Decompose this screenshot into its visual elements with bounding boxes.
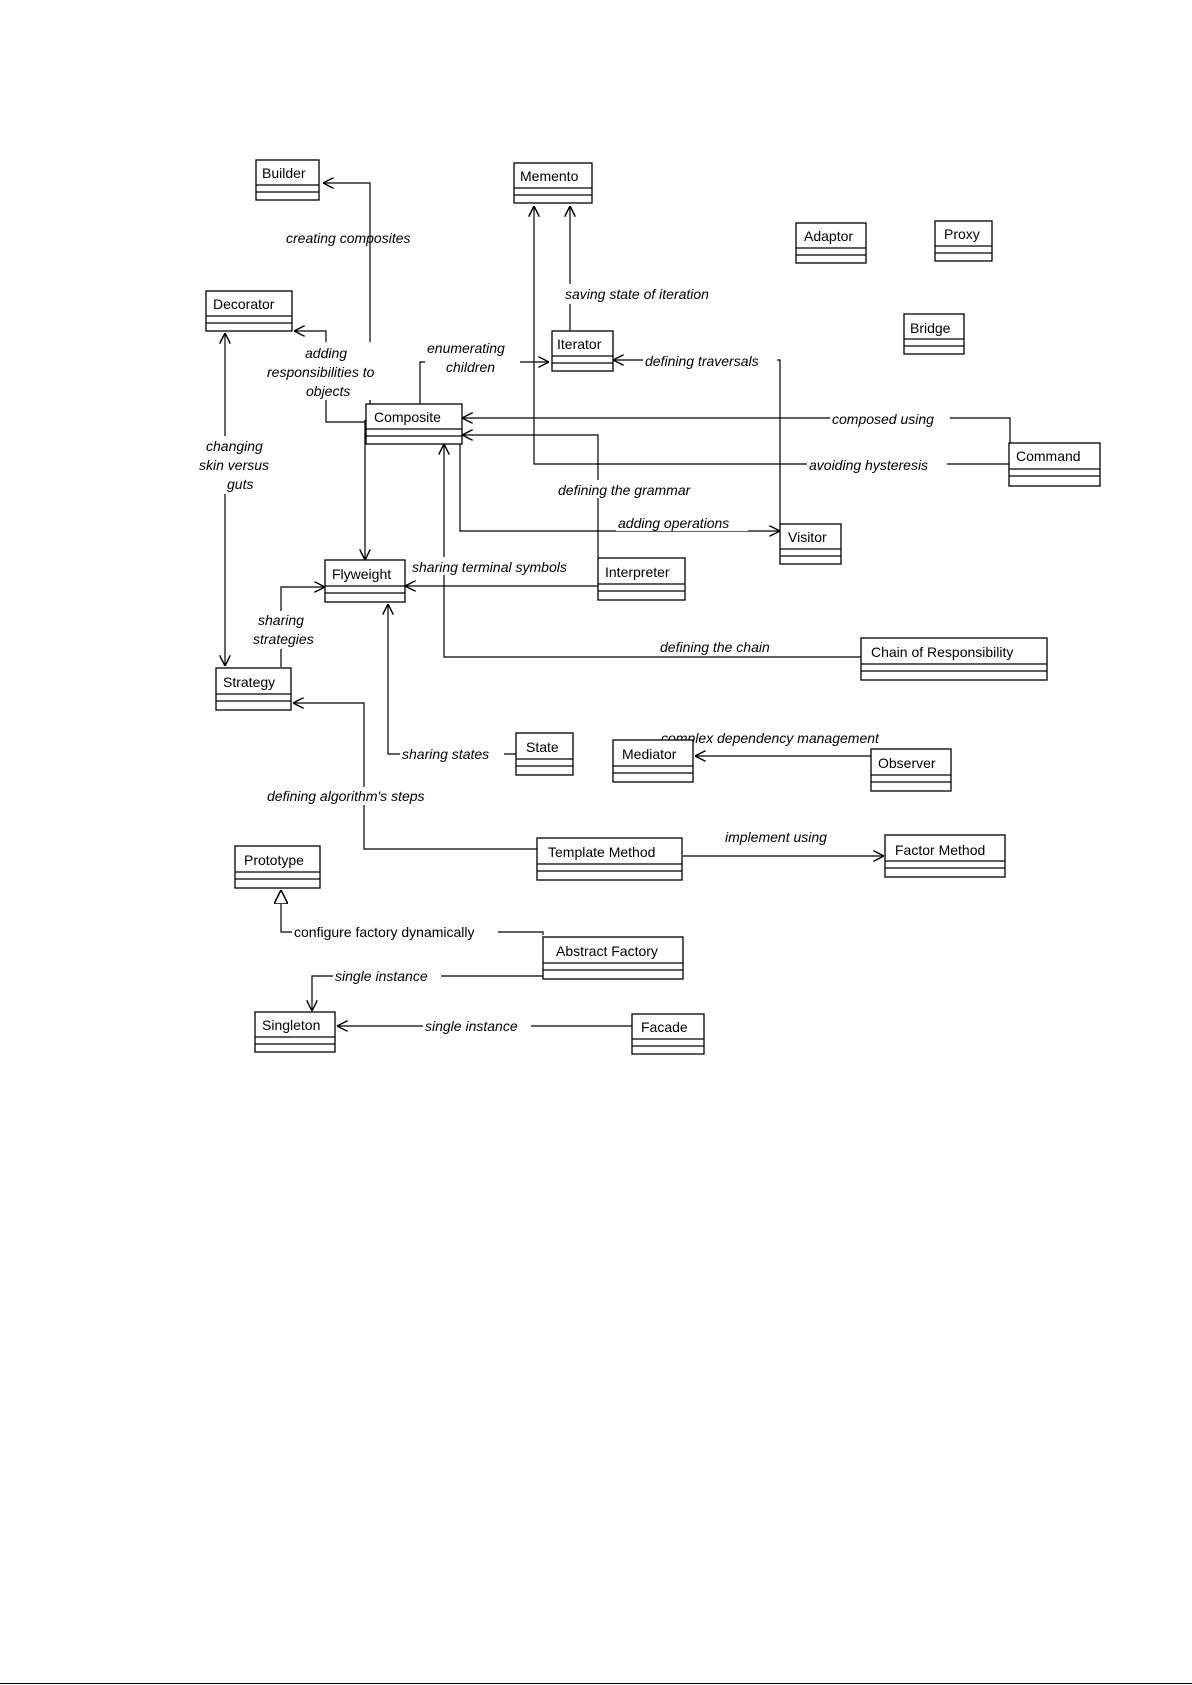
class-name-iterator: Iterator xyxy=(557,336,602,352)
edge-chain-composite xyxy=(444,444,861,658)
class-name-prototype: Prototype xyxy=(244,852,304,868)
class-name-proxy: Proxy xyxy=(944,226,980,242)
class-state: State xyxy=(515,732,574,776)
class-factory-method: Factor Method xyxy=(884,834,1006,878)
class-interpreter: Interpreter xyxy=(597,557,686,601)
label-implement-using: implement using xyxy=(725,829,827,845)
label-creating-composites: creating composites xyxy=(286,230,411,246)
edge-visitor-iterator xyxy=(613,360,781,524)
label-adding-operations: adding operations xyxy=(618,515,729,531)
label-enumerating-2: children xyxy=(446,359,495,375)
label-sharing-terminal: sharing terminal symbols xyxy=(412,559,567,575)
class-name-observer: Observer xyxy=(878,755,936,771)
class-name-builder: Builder xyxy=(262,165,306,181)
edge-state-flyweight xyxy=(388,604,516,755)
class-name-strategy: Strategy xyxy=(223,674,275,690)
label-defining-grammar: defining the grammar xyxy=(558,482,692,498)
class-prototype: Prototype xyxy=(234,845,321,889)
label-enumerating-1: enumerating xyxy=(427,340,505,356)
label-avoiding-hysteresis: avoiding hysteresis xyxy=(809,457,928,473)
label-sharing-states: sharing states xyxy=(402,746,489,762)
class-name-singleton: Singleton xyxy=(262,1017,320,1033)
class-abstract-factory: Abstract Factory xyxy=(542,936,684,980)
edge-command-composite xyxy=(462,418,1011,443)
class-name-state: State xyxy=(526,739,559,755)
edge-composite-builder xyxy=(323,183,371,404)
label-sharing-strategies-2: strategies xyxy=(253,631,314,647)
class-name-mediator: Mediator xyxy=(622,746,677,762)
label-sharing-strategies-1: sharing xyxy=(258,612,304,628)
class-name-composite: Composite xyxy=(374,409,441,425)
class-builder: Builder xyxy=(255,159,320,201)
class-name-abstract-factory: Abstract Factory xyxy=(556,943,658,959)
edge-template-strategy xyxy=(293,703,537,850)
class-strategy: Strategy xyxy=(215,667,292,711)
class-name-chain: Chain of Responsibility xyxy=(871,644,1013,660)
class-name-command: Command xyxy=(1016,448,1081,464)
class-name-factory-method: Factor Method xyxy=(895,842,985,858)
class-visitor: Visitor xyxy=(779,523,842,565)
class-name-facade: Facade xyxy=(641,1019,688,1035)
class-command: Command xyxy=(1008,442,1101,487)
label-changing-1: changing xyxy=(206,438,263,454)
page-bottom-rule xyxy=(0,1683,1192,1684)
class-name-decorator: Decorator xyxy=(213,296,275,312)
class-flyweight: Flyweight xyxy=(324,559,406,603)
label-changing-3: guts xyxy=(227,476,253,492)
edge-abstractfactory-singleton xyxy=(312,975,543,1011)
class-mediator: Mediator xyxy=(612,739,694,783)
class-name-bridge: Bridge xyxy=(910,320,951,336)
class-name-memento: Memento xyxy=(520,168,579,184)
edges xyxy=(225,183,1011,1026)
label-defining-chain: defining the chain xyxy=(660,639,770,655)
label-adding-resp-2: responsibilities to xyxy=(267,364,375,380)
edge-interpreter-composite xyxy=(462,435,599,558)
class-iterator: Iterator xyxy=(551,330,614,372)
class-adaptor: Adaptor xyxy=(795,222,867,264)
label-complex-dependency: complex dependency management xyxy=(661,730,880,746)
class-name-template-method: Template Method xyxy=(548,844,655,860)
class-memento: Memento xyxy=(513,162,593,204)
label-saving-state: saving state of iteration xyxy=(565,286,709,302)
label-single-instance-facade: single instance xyxy=(425,1018,518,1034)
class-name-interpreter: Interpreter xyxy=(605,564,670,580)
class-composite: Composite xyxy=(365,403,463,445)
class-name-visitor: Visitor xyxy=(788,529,827,545)
class-facade: Facade xyxy=(631,1013,705,1055)
class-singleton: Singleton xyxy=(254,1011,336,1053)
label-single-instance-af: single instance xyxy=(335,968,428,984)
label-adding-resp-1: adding xyxy=(305,345,347,361)
label-adding-resp-3: objects xyxy=(306,383,350,399)
label-defining-traversals: defining traversals xyxy=(645,353,759,369)
class-template-method: Template Method xyxy=(536,837,683,881)
label-configure-factory: configure factory dynamically xyxy=(294,924,475,940)
label-composed-using: composed using xyxy=(832,411,934,427)
class-name-adaptor: Adaptor xyxy=(804,228,853,244)
class-proxy: Proxy xyxy=(934,220,993,262)
label-defining-algorithm: defining algorithm's steps xyxy=(267,788,425,804)
class-decorator: Decorator xyxy=(205,290,293,332)
class-bridge: Bridge xyxy=(903,313,965,355)
class-observer: Observer xyxy=(870,748,952,792)
class-chain-of-responsibility: Chain of Responsibility xyxy=(860,637,1048,681)
class-name-flyweight: Flyweight xyxy=(332,566,391,582)
label-changing-2: skin versus xyxy=(199,457,269,473)
edge-labels: creating composites saving state of iter… xyxy=(196,230,950,1035)
